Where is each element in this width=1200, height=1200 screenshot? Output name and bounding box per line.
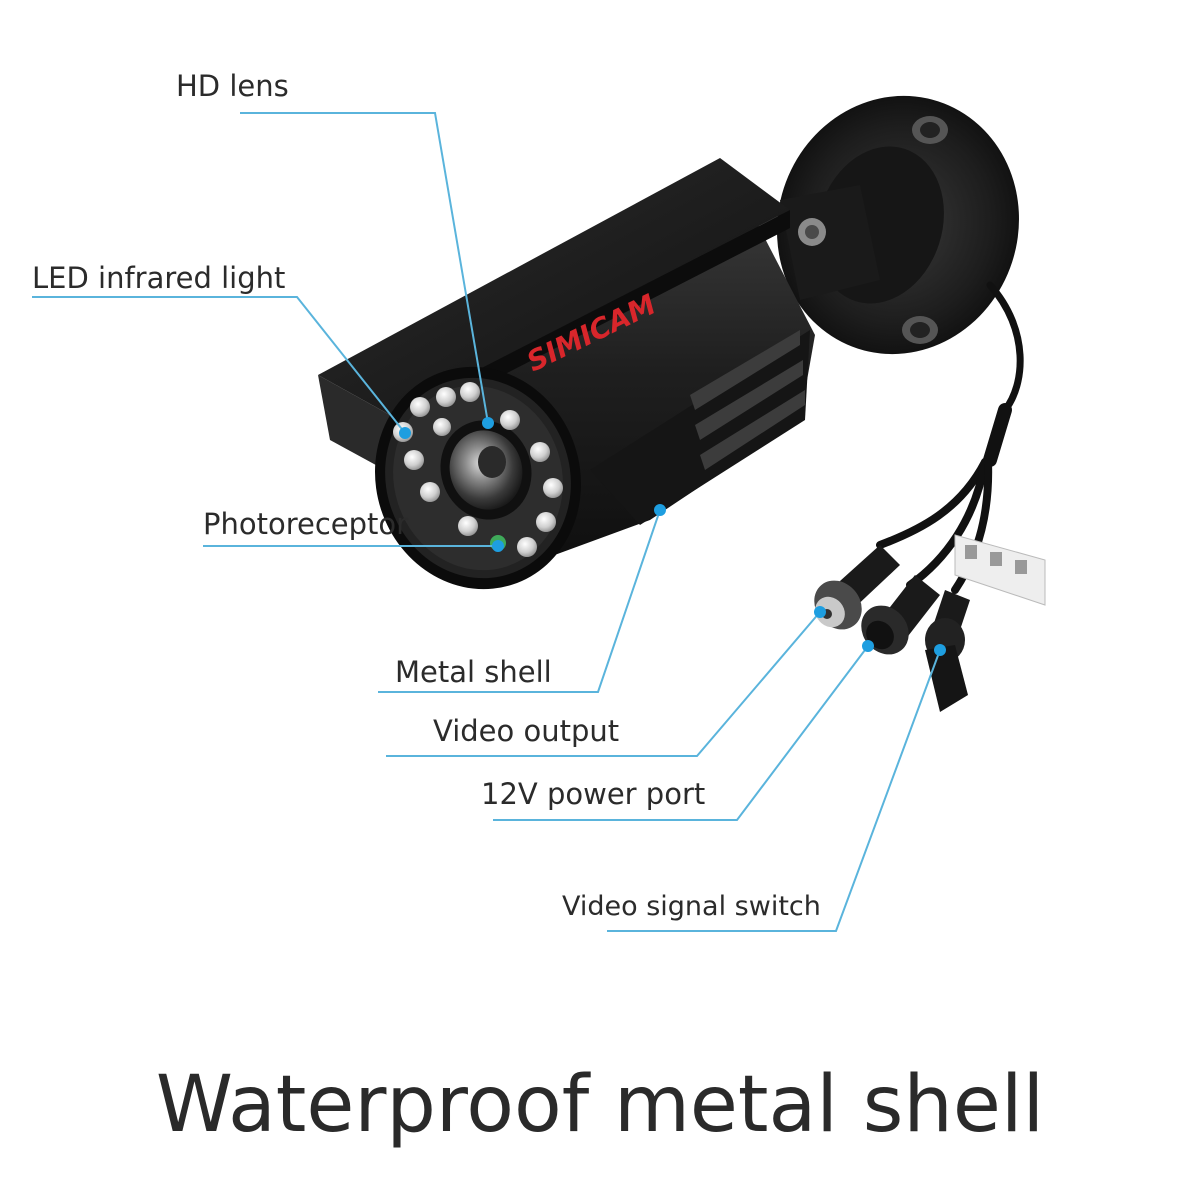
callout-dot (862, 640, 874, 652)
callout-dot (482, 417, 494, 429)
callout-dots (399, 417, 946, 656)
headline: Waterproof metal shell (155, 1060, 1045, 1150)
callout-video-signal-switch: Video signal switch (562, 891, 821, 922)
bnc-connector (814, 545, 900, 630)
wall-mount (777, 95, 1019, 355)
callout-dot (492, 540, 504, 552)
callout-dot (814, 606, 826, 618)
callout-metal-shell: Metal shell (395, 655, 552, 689)
callout-hd-lens: HD lens (176, 69, 289, 103)
dip-switch-label (954, 534, 1046, 606)
callout-dot (934, 644, 946, 656)
callout-lines (32, 112, 941, 932)
camera-front (375, 366, 581, 590)
callout-dot (654, 504, 666, 516)
callout-dot (399, 427, 411, 439)
power-connector (861, 575, 940, 655)
callout-photoreceptor: Photoreceptor (203, 507, 409, 541)
callout-video-output: Video output (433, 714, 620, 748)
callout-power-port: 12V power port (481, 777, 706, 811)
callout-led-infrared-light: LED infrared light (32, 261, 286, 295)
switch-connector (925, 590, 970, 712)
